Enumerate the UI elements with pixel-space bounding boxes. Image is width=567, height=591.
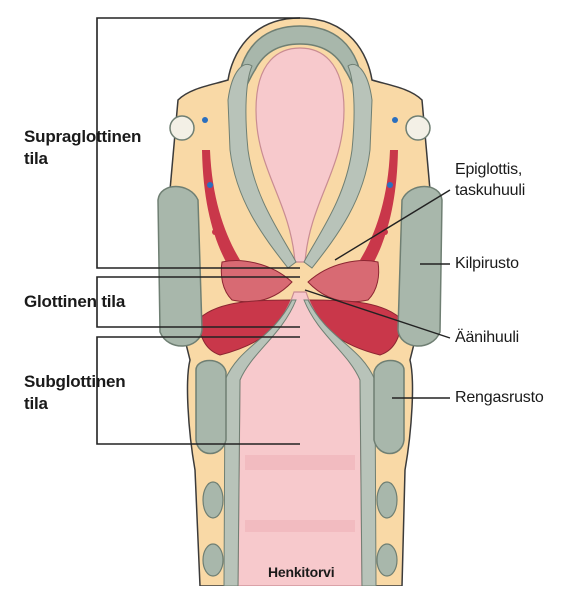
- right-thyroid-cartilage: [398, 187, 442, 347]
- supraglottic-label-line2: tila: [24, 149, 48, 169]
- vessel-dot: [212, 229, 218, 235]
- glottic-label: Glottinen tila: [24, 292, 125, 312]
- epiglottis-label-line1: Epiglottis,: [455, 160, 522, 180]
- vessel-dot: [387, 182, 393, 188]
- vessel-dot: [207, 182, 213, 188]
- right-cricoid-cartilage: [374, 361, 404, 454]
- trachea-shading-1: [245, 455, 355, 470]
- left-thyroid-cartilage: [158, 187, 202, 347]
- right-tracheal-ring: [377, 482, 397, 518]
- vessel-dot: [202, 117, 208, 123]
- left-tracheal-ring: [203, 482, 223, 518]
- trachea-shading-2: [245, 520, 355, 532]
- subglottic-label-line1: Subglottinen: [24, 372, 125, 392]
- vocal-fold-label: Äänihuuli: [455, 328, 519, 348]
- subglottic-label-line2: tila: [24, 394, 48, 414]
- trachea-label: Henkitorvi: [268, 562, 334, 582]
- right-tracheal-ring-2: [377, 544, 397, 576]
- thyroid-label: Kilpirusto: [455, 254, 519, 274]
- left-tracheal-ring-2: [203, 544, 223, 576]
- left-cricoid-cartilage: [196, 361, 226, 454]
- cricoid-label: Rengasrusto: [455, 388, 544, 408]
- left-hyoid: [170, 116, 194, 140]
- epiglottis-label-line2: taskuhuuli: [455, 181, 525, 201]
- right-hyoid: [406, 116, 430, 140]
- supraglottic-label-line1: Supraglottinen: [24, 127, 141, 147]
- vessel-dot: [392, 117, 398, 123]
